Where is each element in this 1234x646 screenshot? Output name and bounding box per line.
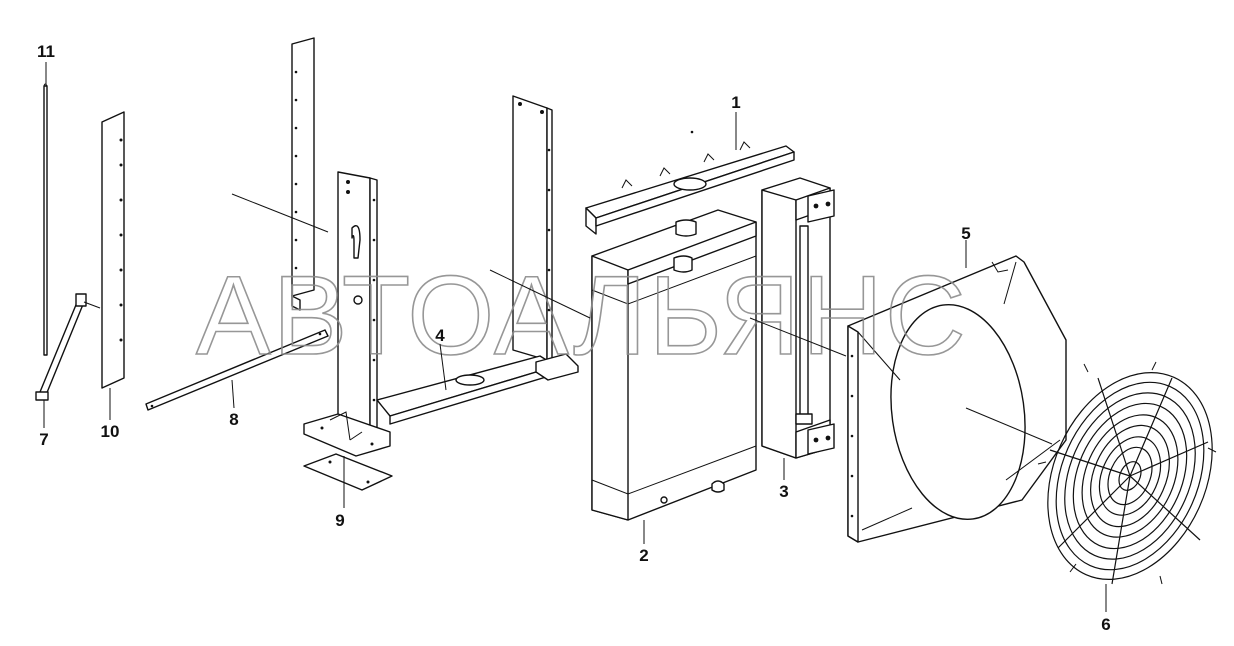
part-7-bracket	[35, 293, 87, 401]
callout-5: 5	[961, 224, 970, 243]
part-6-fan-guard	[1037, 361, 1217, 585]
callout-labels: 1 2 3 4 5 6 7 8 9 10 11	[37, 42, 1111, 634]
part-10-holes	[119, 138, 123, 342]
rear-side-panel-holes	[294, 70, 298, 270]
callout-2: 2	[639, 546, 648, 565]
callout-1: 1	[731, 93, 740, 112]
part-8-bar	[145, 329, 329, 411]
part-2-radiator	[591, 209, 757, 521]
part-11-rod	[43, 83, 48, 356]
part-5-fan-shroud	[847, 255, 1067, 543]
callout-4: 4	[435, 326, 445, 345]
callout-11: 11	[37, 42, 55, 61]
callout-3: 3	[779, 482, 788, 501]
part-4-frame	[303, 95, 579, 457]
callout-7: 7	[39, 430, 48, 449]
part-10-side-panel	[101, 111, 125, 389]
callout-10: 10	[101, 422, 120, 441]
part-1-top-bracket	[585, 130, 795, 235]
callout-9: 9	[335, 511, 344, 530]
part-9-plate	[303, 453, 393, 491]
part-3-cooler	[761, 177, 835, 459]
callout-8: 8	[229, 410, 238, 429]
callout-6: 6	[1101, 615, 1110, 634]
watermark-text: АВТОАЛЬЯНС	[196, 253, 968, 378]
leader-lines	[43, 62, 1107, 612]
rear-side-panel	[291, 37, 315, 311]
